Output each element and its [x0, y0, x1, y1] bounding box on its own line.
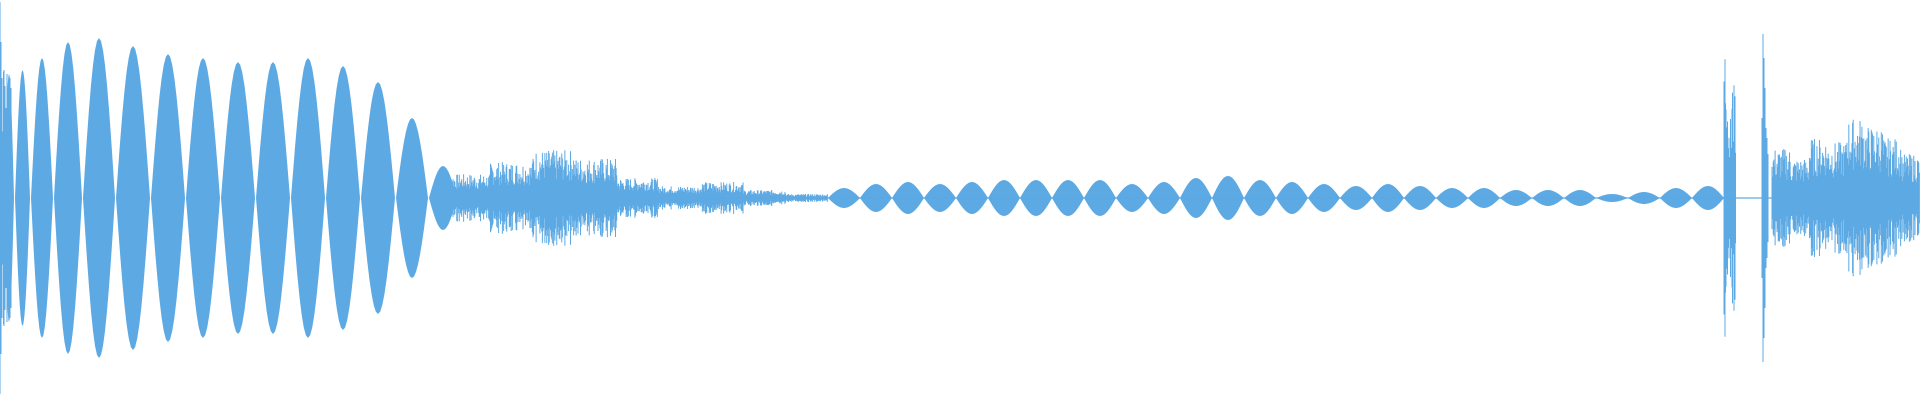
waveform-attack: [0, 2, 12, 394]
waveform-lobe: [116, 46, 150, 350]
waveform-lobe: [54, 42, 82, 354]
waveform-lobe: [186, 58, 220, 338]
waveform-lobe: [256, 62, 290, 334]
waveform-lobe: [151, 54, 185, 342]
waveform-lobe: [83, 38, 115, 358]
waveform-lobe: [361, 82, 395, 314]
waveform-lobe: [291, 58, 325, 338]
waveform-lobe: [31, 58, 53, 338]
waveform-lobe: [396, 118, 428, 278]
waveform-lobe: [15, 70, 30, 326]
waveform-lobe: [326, 66, 360, 330]
waveform-lobe: [221, 62, 255, 334]
